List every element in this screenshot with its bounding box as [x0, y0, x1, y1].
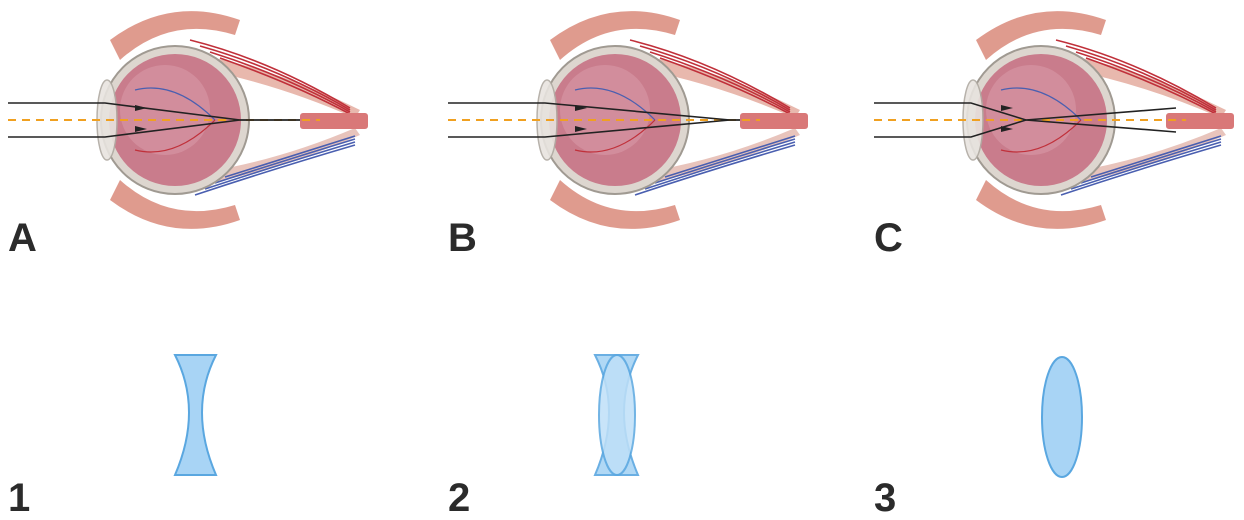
concave-lens	[0, 340, 400, 512]
convex-lens	[866, 340, 1244, 512]
lens-label-3: 3	[874, 478, 896, 518]
convex-lens-shape	[1042, 357, 1082, 477]
lens-label-2: 2	[448, 478, 470, 518]
lens-panel-3: 3	[866, 340, 1244, 512]
eye-diagram-b	[440, 0, 840, 260]
lens-label-1: 1	[8, 478, 30, 518]
eye-panel-b: B	[440, 0, 840, 260]
eye-diagram-a	[0, 0, 400, 260]
optic-nerve	[1166, 113, 1234, 129]
eye-label-b: B	[448, 218, 477, 258]
lens-panel-1: 1	[0, 340, 400, 512]
concave-lens-shape	[175, 355, 216, 475]
optic-nerve	[740, 113, 808, 129]
eye-diagram-c	[866, 0, 1244, 260]
combined-lens	[440, 340, 840, 512]
lens-panel-2: 2	[440, 340, 840, 512]
retina-highlight	[986, 65, 1076, 155]
optic-nerve	[300, 113, 368, 129]
eye-panel-c: C	[866, 0, 1244, 260]
combined-lens-convex-part	[599, 355, 635, 475]
eye-label-a: A	[8, 218, 37, 258]
retina-highlight	[560, 65, 650, 155]
eye-label-c: C	[874, 218, 903, 258]
eye-panel-a: A	[0, 0, 400, 260]
